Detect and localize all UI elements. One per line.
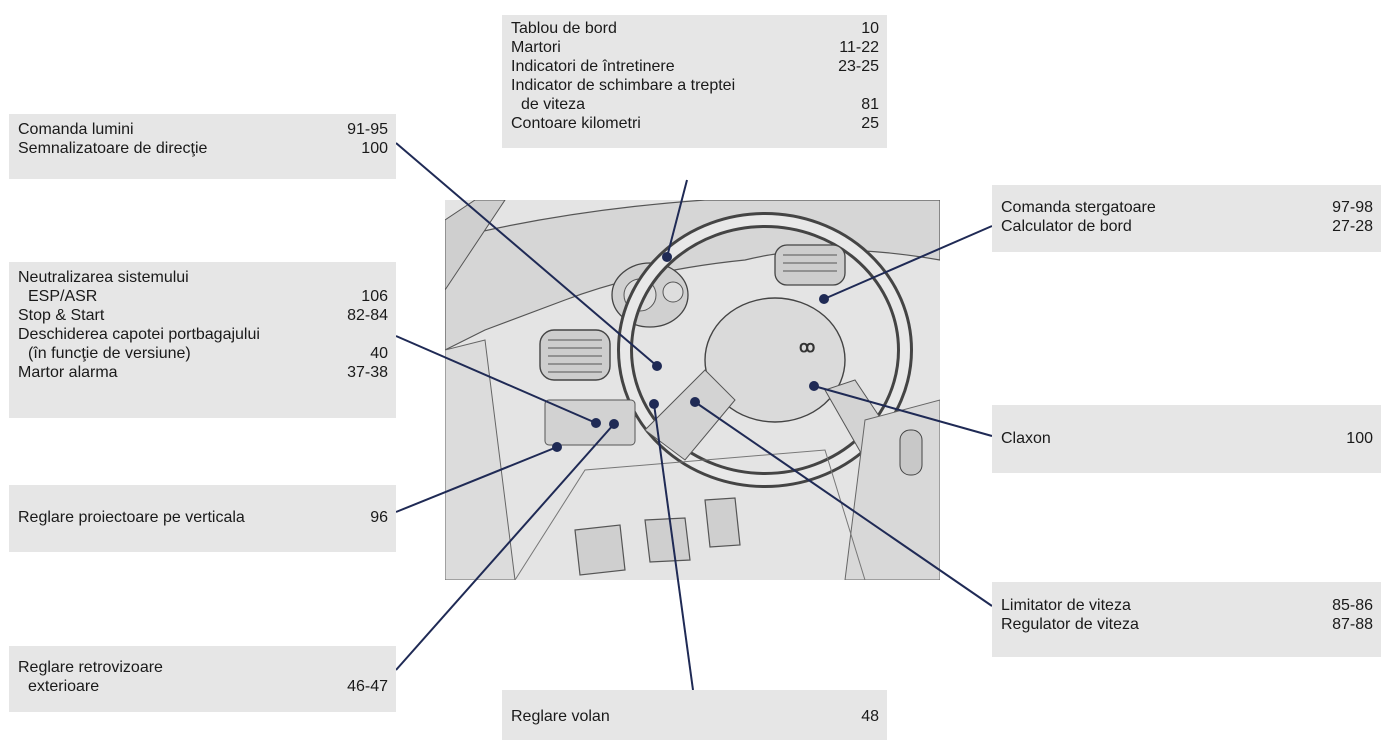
feature-label: Martor alarma — [18, 364, 118, 381]
feature-label: Martori — [511, 39, 561, 56]
feature-label: Reglare retrovizoare — [18, 659, 163, 676]
feature-label: Limitator de viteza — [1001, 597, 1131, 614]
page-reference: 82-84 — [347, 307, 388, 324]
callout-row: Claxon 100 — [1001, 429, 1373, 448]
feature-label: Indicator de schimbare a treptei — [511, 77, 736, 94]
page-reference: 46-47 — [347, 678, 388, 695]
feature-label: Reglare volan — [511, 708, 610, 725]
callout-row: Comanda lumini 91-95 — [18, 120, 388, 139]
page-reference: 40 — [370, 345, 388, 362]
callout-row: Limitator de viteza 85-86 — [1001, 596, 1373, 615]
page-reference: 10 — [861, 20, 879, 37]
callout-row: ESP/ASR 106 — [18, 287, 388, 306]
callout-row: Indicatori de întretinere 23-25 — [511, 57, 879, 76]
callout-row: Reglare retrovizoare — [18, 658, 388, 677]
callout-row: Reglare proiectoare pe verticala 96 — [18, 508, 388, 527]
feature-label: Comanda stergatoare — [1001, 199, 1156, 216]
feature-label: Stop & Start — [18, 307, 105, 324]
callout-row: Stop & Start 82-84 — [18, 306, 388, 325]
feature-label: Reglare proiectoare pe verticala — [18, 509, 245, 526]
feature-label: Deschiderea capotei portbagajului — [18, 326, 260, 343]
page-reference: 37-38 — [347, 364, 388, 381]
callout-row: Martor alarma 37-38 — [18, 363, 388, 382]
feature-label: Regulator de viteza — [1001, 616, 1139, 633]
page-reference: 81 — [861, 96, 879, 113]
page-reference: 100 — [1346, 430, 1373, 447]
feature-label: de viteza — [521, 96, 586, 113]
callout-row: Reglare volan 48 — [511, 707, 879, 726]
feature-label: Claxon — [1001, 430, 1051, 447]
feature-label: ESP/ASR — [28, 288, 98, 305]
callout-row: Contoare kilometri 25 — [511, 114, 879, 133]
callout-row: Deschiderea capotei portbagajului — [18, 325, 388, 344]
callout-row: Calculator de bord 27-28 — [1001, 217, 1373, 236]
callout-row: Regulator de viteza 87-88 — [1001, 615, 1373, 634]
feature-label: Indicatori de întretinere — [511, 58, 675, 75]
callout-row: Comanda stergatoare 97-98 — [1001, 198, 1373, 217]
callout-row: exterioare 46-47 — [18, 677, 388, 696]
callout-mirrors: Reglare retrovizoare exterioare 46-47 — [9, 646, 396, 712]
callout-row: de viteza 81 — [511, 95, 879, 114]
feature-label: Comanda lumini — [18, 121, 134, 138]
callout-row: Semnalizatoare de direcţie 100 — [18, 139, 388, 158]
svg-text:ꝏ: ꝏ — [799, 339, 815, 356]
feature-label: exterioare — [28, 678, 100, 695]
callout-row: Tablou de bord 10 — [511, 19, 879, 38]
page-reference: 87-88 — [1332, 616, 1373, 633]
page-reference: 106 — [361, 288, 388, 305]
page-reference: 11-22 — [839, 39, 879, 56]
callout-steering: Reglare volan 48 — [502, 690, 887, 740]
feature-label: Calculator de bord — [1001, 218, 1132, 235]
callout-row: Martori 11-22 — [511, 38, 879, 57]
dashboard-illustration: ꝏ — [445, 200, 940, 580]
callout-headlamp: Reglare proiectoare pe verticala 96 — [9, 485, 396, 552]
callout-row: (în funcţie de versiune) 40 — [18, 344, 388, 363]
page-reference: 48 — [861, 708, 879, 725]
callout-row: Neutralizarea sistemului — [18, 268, 388, 287]
feature-label: Tablou de bord — [511, 20, 617, 37]
page-reference: 91-95 — [347, 121, 388, 138]
page-reference: 96 — [370, 509, 388, 526]
callout-horn: Claxon 100 — [992, 405, 1381, 473]
page-reference: 23-25 — [838, 58, 879, 75]
page-reference: 25 — [861, 115, 879, 132]
feature-label: Neutralizarea sistemului — [18, 269, 189, 286]
feature-label: Semnalizatoare de direcţie — [18, 140, 208, 157]
callout-row: Indicator de schimbare a treptei — [511, 76, 879, 95]
page-reference: 27-28 — [1332, 218, 1373, 235]
feature-label: (în funcţie de versiune) — [28, 345, 191, 362]
page-reference: 85-86 — [1332, 597, 1373, 614]
page-reference: 100 — [361, 140, 388, 157]
page-reference: 97-98 — [1332, 199, 1373, 216]
feature-label: Contoare kilometri — [511, 115, 641, 132]
